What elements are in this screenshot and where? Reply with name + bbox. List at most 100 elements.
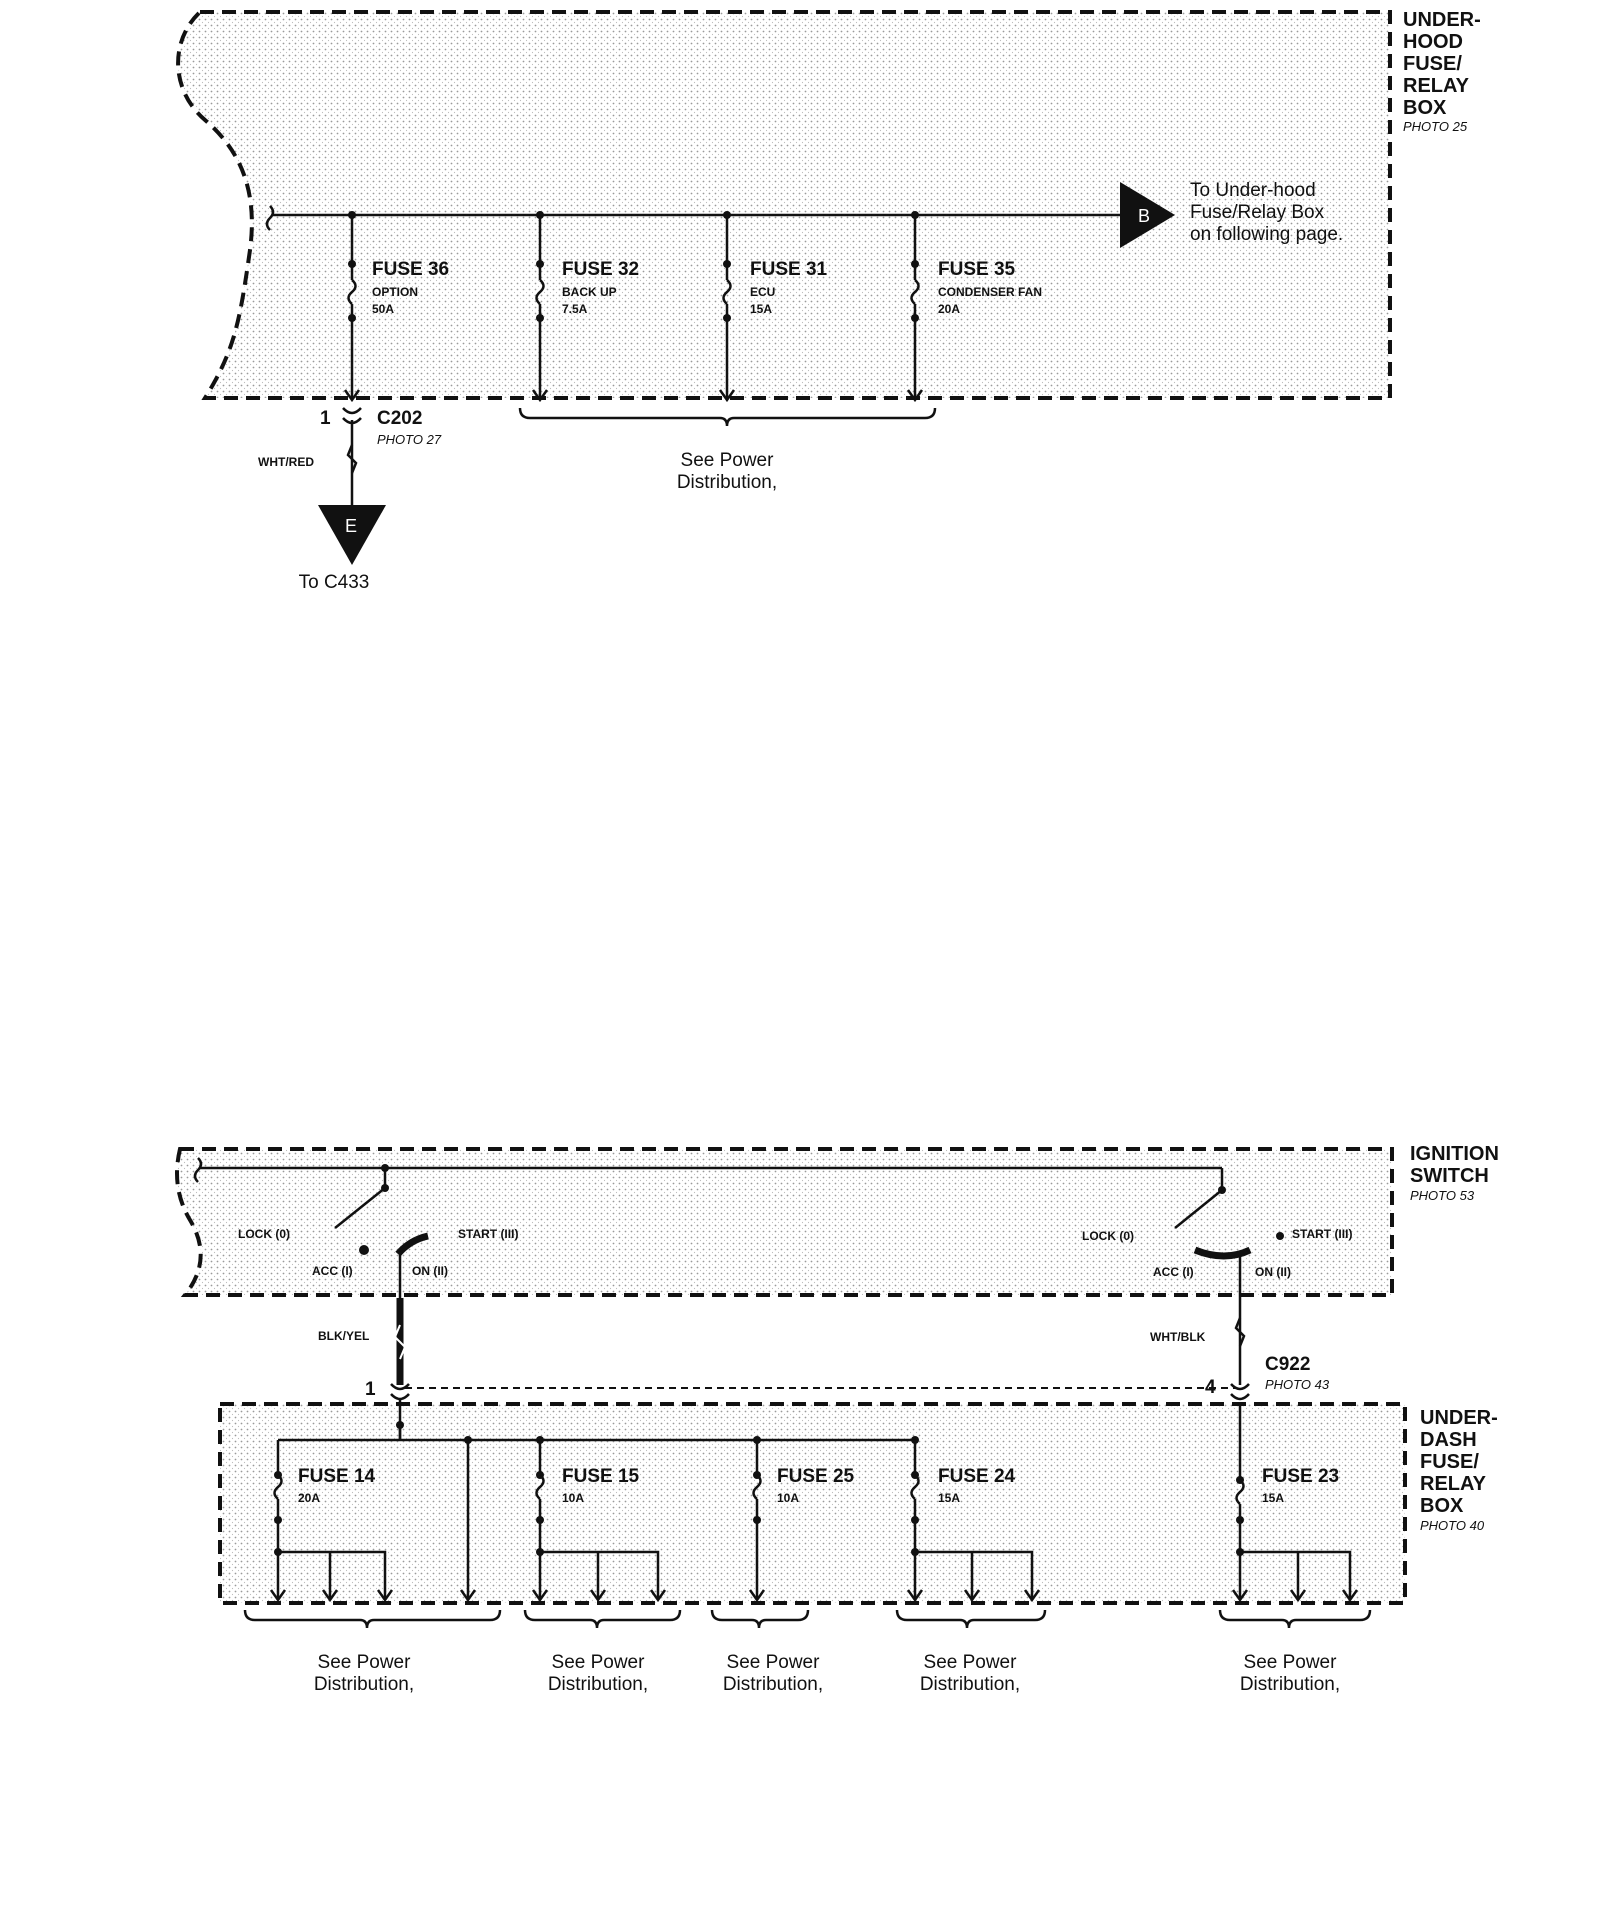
svg-text:1: 1 xyxy=(320,408,331,429)
svg-text:See Power: See Power xyxy=(681,450,775,471)
top-see-power-brace xyxy=(518,407,937,427)
svg-text:10A: 10A xyxy=(777,1491,799,1505)
svg-text:BACK UP: BACK UP xyxy=(562,285,617,299)
svg-text:C922: C922 xyxy=(1265,1354,1310,1375)
svg-text:Distribution,: Distribution, xyxy=(1240,1674,1340,1695)
bottom-see-power-note-4: See Power Distribution, xyxy=(920,1652,1020,1695)
svg-text:FUSE 15: FUSE 15 xyxy=(562,1466,640,1487)
svg-text:LOCK (0): LOCK (0) xyxy=(1082,1229,1134,1243)
svg-text:PHOTO 27: PHOTO 27 xyxy=(377,432,442,447)
ignition-switch-right-positions: LOCK (0) START (III) ACC (I) ON (II) xyxy=(1082,1227,1352,1279)
svg-text:START (III): START (III) xyxy=(458,1227,518,1241)
svg-text:20A: 20A xyxy=(938,302,960,316)
svg-text:Distribution,: Distribution, xyxy=(314,1674,414,1695)
wire-blk-yel: BLK/YEL xyxy=(318,1298,407,1385)
fuse-36: FUSE 36 OPTION 50A xyxy=(343,215,449,403)
svg-text:4: 4 xyxy=(1205,1377,1216,1398)
svg-text:7.5A: 7.5A xyxy=(562,302,588,316)
connector-c922: 1 4 C922 PHOTO 43 xyxy=(365,1354,1330,1401)
svg-text:Fuse/Relay Box: Fuse/Relay Box xyxy=(1190,202,1325,223)
wire-wht-blk: WHT/BLK xyxy=(1150,1317,1246,1347)
svg-text:WHT/RED: WHT/RED xyxy=(258,455,314,469)
svg-text:DASH: DASH xyxy=(1420,1429,1477,1451)
connector-e-arrow: E xyxy=(318,505,386,565)
svg-text:PHOTO 43: PHOTO 43 xyxy=(1265,1377,1330,1392)
svg-text:OPTION: OPTION xyxy=(372,285,418,299)
fuse-24: FUSE 24 15A xyxy=(906,1440,1041,1603)
svg-text:See Power: See Power xyxy=(552,1652,646,1673)
svg-text:10A: 10A xyxy=(562,1491,584,1505)
svg-text:See Power: See Power xyxy=(924,1652,1018,1673)
svg-text:1: 1 xyxy=(365,1379,376,1400)
fuse-32: FUSE 32 BACK UP 7.5A xyxy=(531,215,639,403)
svg-text:PHOTO 25: PHOTO 25 xyxy=(1403,119,1468,134)
bottom-see-power-note-1: See Power Distribution, xyxy=(314,1652,414,1695)
svg-text:Distribution,: Distribution, xyxy=(920,1674,1020,1695)
svg-text:15A: 15A xyxy=(938,1491,960,1505)
svg-text:FUSE 32: FUSE 32 xyxy=(562,259,639,280)
svg-text:20A: 20A xyxy=(298,1491,320,1505)
svg-text:FUSE 14: FUSE 14 xyxy=(298,1466,376,1487)
svg-text:FUSE/: FUSE/ xyxy=(1420,1451,1479,1473)
connector-b-note: To Under-hood Fuse/Relay Box on followin… xyxy=(1190,180,1343,245)
svg-text:WHT/BLK: WHT/BLK xyxy=(1150,1330,1206,1344)
svg-text:CONDENSER FAN: CONDENSER FAN xyxy=(938,285,1042,299)
bottom-see-power-note-3: See Power Distribution, xyxy=(723,1652,823,1695)
svg-text:RELAY: RELAY xyxy=(1403,75,1470,97)
svg-text:See Power: See Power xyxy=(727,1652,821,1673)
svg-text:FUSE 24: FUSE 24 xyxy=(938,1466,1016,1487)
fuse-14: FUSE 14 20A xyxy=(269,1440,394,1603)
fuse-15: FUSE 15 10A xyxy=(531,1440,667,1603)
svg-text:Distribution,: Distribution, xyxy=(723,1674,823,1695)
fuse-25: FUSE 25 10A xyxy=(748,1440,855,1603)
svg-text:FUSE 25: FUSE 25 xyxy=(777,1466,855,1487)
svg-text:FUSE/: FUSE/ xyxy=(1403,53,1462,75)
bottom-see-power-note-2: See Power Distribution, xyxy=(548,1652,648,1695)
svg-text:To Under-hood: To Under-hood xyxy=(1190,180,1316,201)
svg-text:HOOD: HOOD xyxy=(1403,31,1463,53)
svg-text:FUSE 31: FUSE 31 xyxy=(750,259,828,280)
connector-c202: 1 C202 PHOTO 27 xyxy=(320,407,442,447)
svg-text:RELAY: RELAY xyxy=(1420,1473,1487,1495)
svg-text:See Power: See Power xyxy=(1244,1652,1338,1673)
svg-text:Distribution,: Distribution, xyxy=(548,1674,648,1695)
connector-b-arrow: B xyxy=(1120,182,1175,248)
fuse-23: FUSE 23 15A xyxy=(1231,1466,1359,1603)
svg-text:START (III): START (III) xyxy=(1292,1227,1352,1241)
svg-text:FUSE 36: FUSE 36 xyxy=(372,259,449,280)
ignition-switch-left-positions: LOCK (0) START (III) ACC (I) ON (II) xyxy=(238,1227,518,1278)
svg-text:on following page.: on following page. xyxy=(1190,224,1343,245)
svg-text:BOX: BOX xyxy=(1420,1495,1464,1517)
to-c433-label: To C433 xyxy=(299,572,370,593)
underdash-box-label: UNDER- DASH FUSE/ RELAY BOX PHOTO 40 xyxy=(1420,1407,1498,1533)
svg-text:UNDER-: UNDER- xyxy=(1403,9,1481,31)
underdash-fuse-relay-box xyxy=(218,1402,1407,1605)
svg-text:E: E xyxy=(345,516,357,536)
svg-text:Distribution,: Distribution, xyxy=(677,472,777,493)
top-see-power-note: See Power Distribution, xyxy=(677,450,777,493)
svg-text:ACC (I): ACC (I) xyxy=(1153,1265,1194,1279)
wire-wht-red: WHT/RED xyxy=(258,420,358,505)
svg-text:See Power: See Power xyxy=(318,1652,412,1673)
svg-text:ACC (I): ACC (I) xyxy=(312,1264,353,1278)
underdash-bus xyxy=(278,1400,1242,1603)
svg-text:LOCK (0): LOCK (0) xyxy=(238,1227,290,1241)
ignition-switch-label: IGNITION SWITCH PHOTO 53 xyxy=(1410,1143,1499,1203)
svg-text:PHOTO 40: PHOTO 40 xyxy=(1420,1518,1485,1533)
svg-text:SWITCH: SWITCH xyxy=(1410,1165,1489,1187)
ignition-switch-box xyxy=(175,1147,1394,1297)
svg-text:ECU: ECU xyxy=(750,285,775,299)
svg-text:PHOTO 53: PHOTO 53 xyxy=(1410,1188,1475,1203)
bottom-see-power-note-5: See Power Distribution, xyxy=(1240,1652,1340,1695)
svg-text:UNDER-: UNDER- xyxy=(1420,1407,1498,1429)
svg-text:IGNITION: IGNITION xyxy=(1410,1143,1499,1165)
svg-text:15A: 15A xyxy=(1262,1491,1284,1505)
underhood-box-label: UNDER- HOOD FUSE/ RELAY BOX PHOTO 25 xyxy=(1403,9,1481,134)
svg-text:ON (II): ON (II) xyxy=(412,1264,448,1278)
underhood-fuse-relay-box xyxy=(176,10,1392,400)
fuse-31: FUSE 31 ECU 15A xyxy=(718,215,828,403)
svg-text:FUSE 23: FUSE 23 xyxy=(1262,1466,1339,1487)
svg-text:FUSE 35: FUSE 35 xyxy=(938,259,1016,280)
svg-text:15A: 15A xyxy=(750,302,772,316)
